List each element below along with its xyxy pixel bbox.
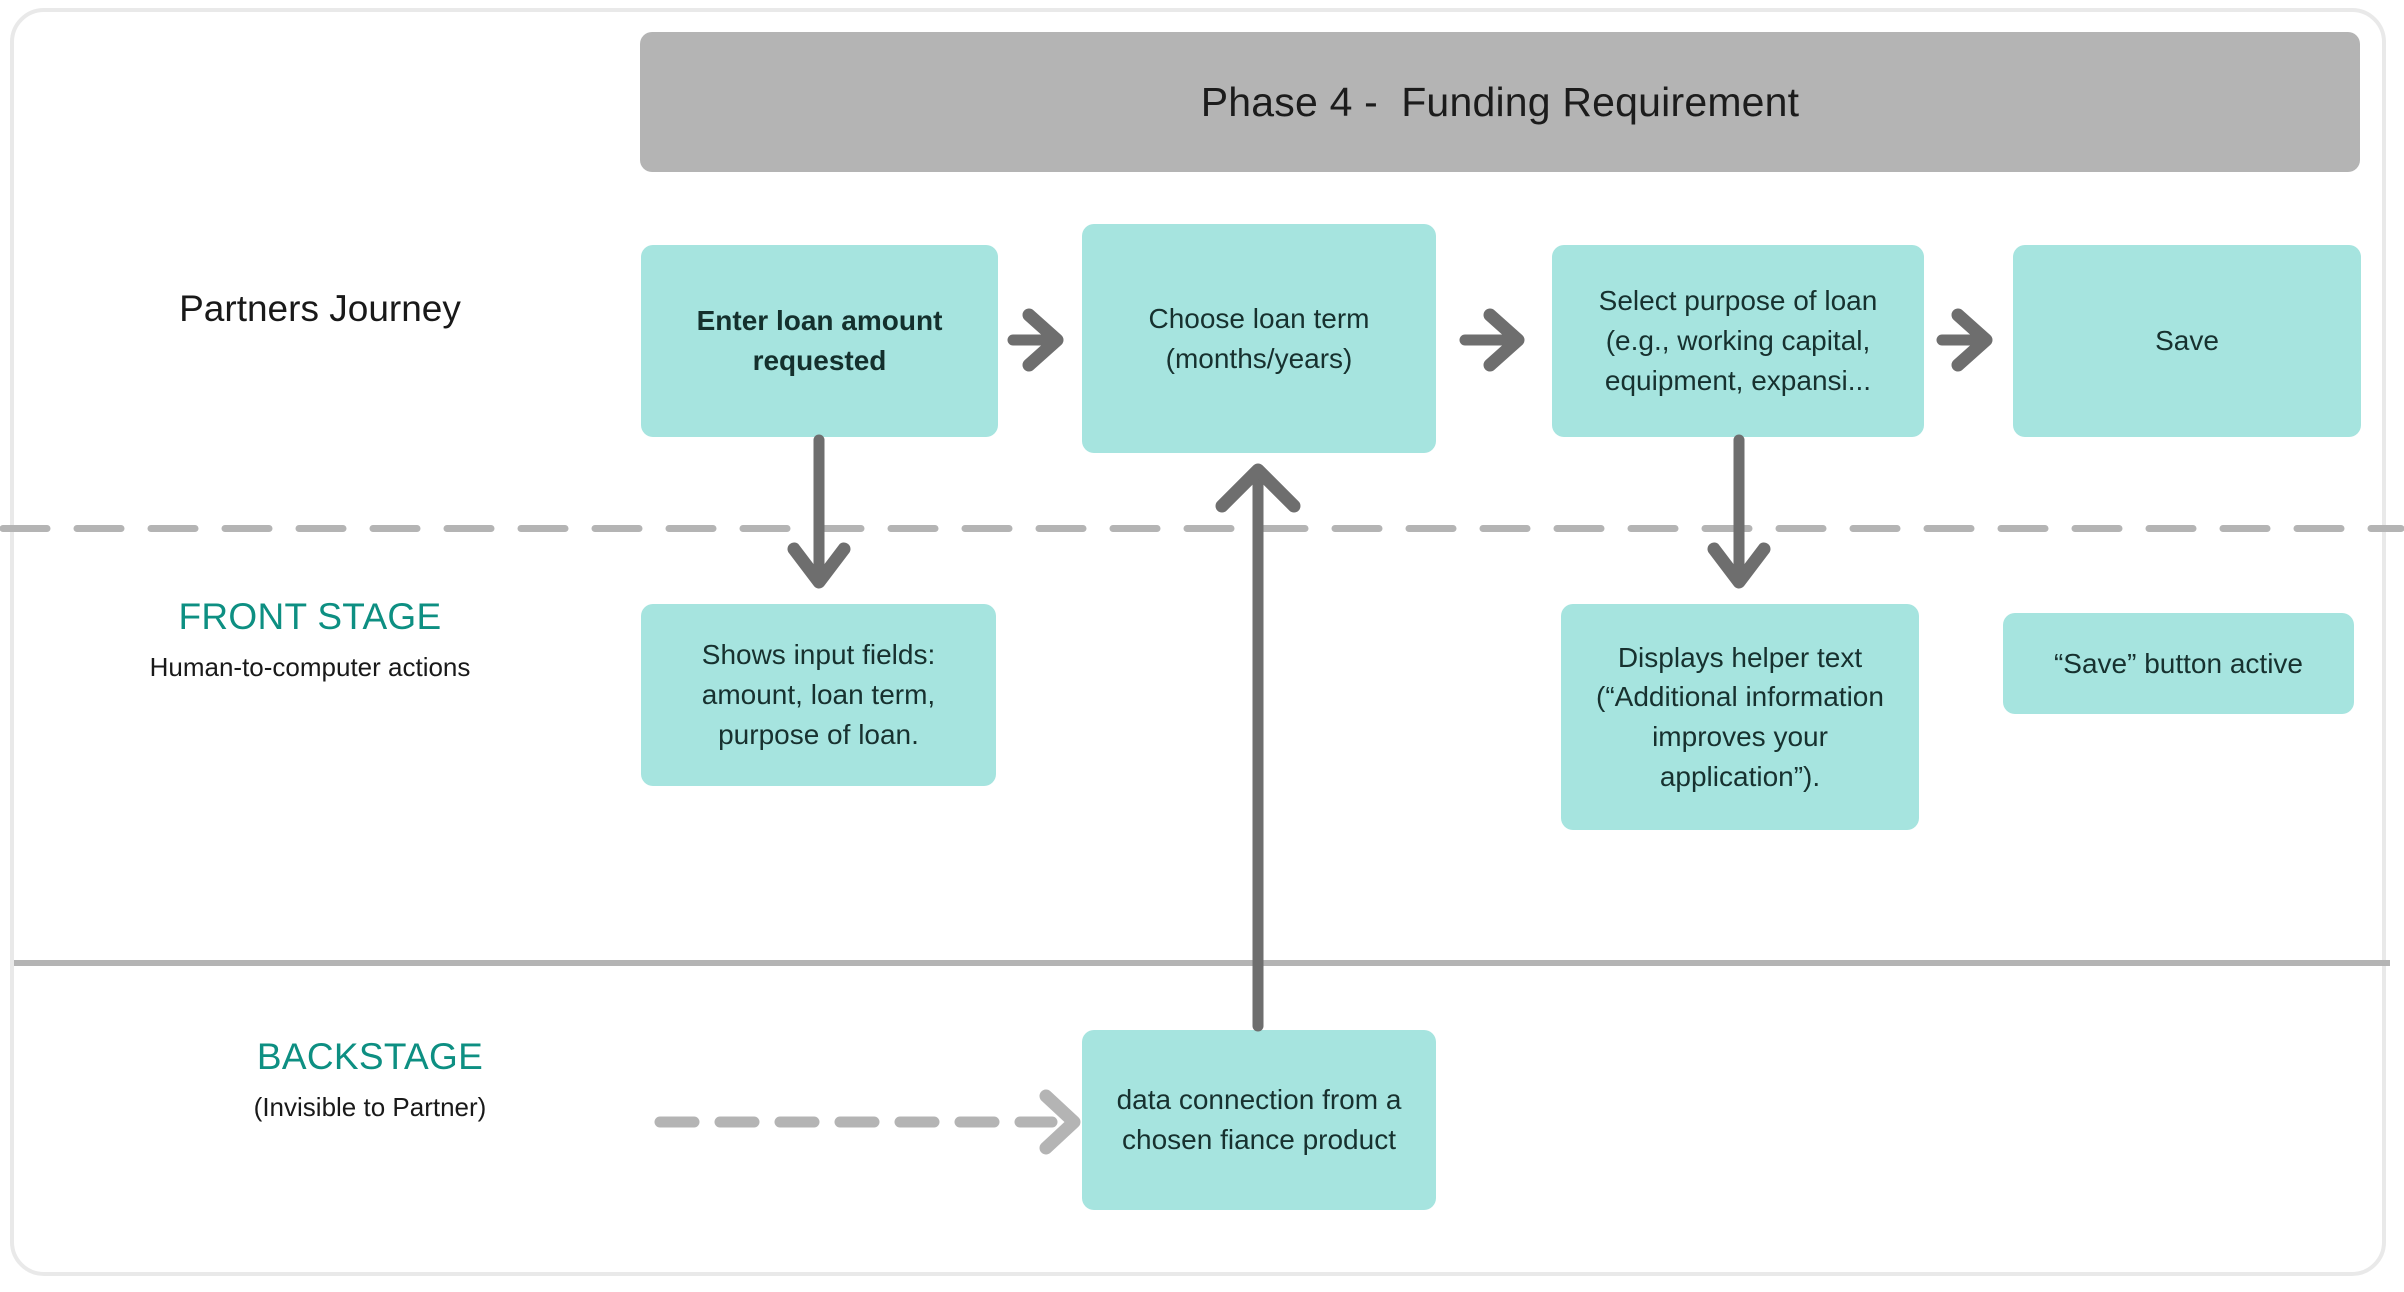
- lane-subtitle-front-stage: Human-to-computer actions: [149, 652, 471, 683]
- connector-step3-to-frontstage2: [1707, 434, 1771, 589]
- connector-step1-to-step2: [1007, 308, 1064, 372]
- lane-label-partners-journey: Partners Journey: [40, 288, 600, 331]
- front-stage-card-3-label: “Save” button active: [2053, 647, 2304, 679]
- journey-card-step-4-label: Save: [2155, 325, 2219, 357]
- backstage-card-1[interactable]: data connection from a chosen fiance pro…: [1082, 1030, 1436, 1210]
- divider-solid-backstage: [14, 960, 2390, 966]
- journey-card-step-1[interactable]: Enter loan amount requested: [641, 245, 998, 437]
- backstage-card-1-label: data connection from a chosen fiance pro…: [1116, 1084, 1402, 1155]
- lane-subtitle-backstage: (Invisible to Partner): [253, 1092, 487, 1123]
- journey-card-step-4[interactable]: Save: [2013, 245, 2361, 437]
- lane-title-front-stage: FRONT STAGE: [178, 596, 442, 637]
- lane-title-partners-journey: Partners Journey: [179, 288, 461, 329]
- connector-step1-to-frontstage1: [787, 434, 851, 589]
- connector-step3-to-step4: [1936, 308, 1993, 372]
- phase-header-banner: Phase 4 - Funding Requirement: [640, 32, 2360, 172]
- journey-card-step-1-label: Enter loan amount requested: [696, 305, 943, 376]
- front-stage-card-3[interactable]: “Save” button active: [2003, 613, 2354, 714]
- connector-backstage-lane-to-card: [654, 1089, 1081, 1155]
- journey-card-step-2-label: Choose loan term (months/years): [1148, 302, 1370, 374]
- journey-card-step-3-label: Select purpose of loan (e.g., working ca…: [1598, 285, 1878, 396]
- connector-backstage-to-step2: [1215, 463, 1301, 1032]
- journey-card-step-3[interactable]: Select purpose of loan (e.g., working ca…: [1552, 245, 1924, 437]
- front-stage-card-2-label: Displays helper text (“Additional inform…: [1596, 641, 1884, 792]
- lane-label-backstage: BACKSTAGE (Invisible to Partner): [80, 1035, 660, 1124]
- journey-card-step-2[interactable]: Choose loan term (months/years): [1082, 224, 1436, 453]
- connector-step2-to-step3: [1459, 308, 1525, 372]
- front-stage-card-2[interactable]: Displays helper text (“Additional inform…: [1561, 604, 1919, 830]
- front-stage-card-1[interactable]: Shows input fields: amount, loan term, p…: [641, 604, 996, 786]
- lane-label-front-stage: FRONT STAGE Human-to-computer actions: [20, 595, 600, 684]
- lane-title-backstage: BACKSTAGE: [256, 1036, 484, 1077]
- phase-header-title: Phase 4 - Funding Requirement: [1200, 78, 1800, 125]
- divider-dashed-front-stage: [0, 525, 2404, 532]
- front-stage-card-1-label: Shows input fields: amount, loan term, p…: [701, 639, 936, 750]
